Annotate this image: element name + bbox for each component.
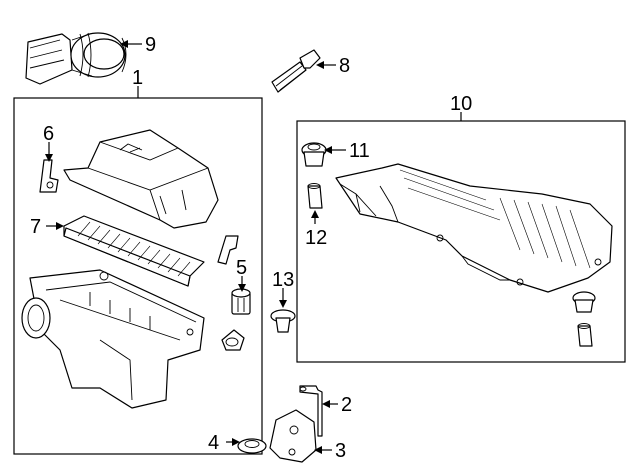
resonator-pin-lower (577, 323, 593, 347)
callout-1: 1 (132, 67, 143, 89)
callout-12: 12 (305, 227, 327, 249)
air-cleaner-lid (63, 129, 219, 229)
side-clip (217, 235, 239, 265)
lower-grommet (221, 329, 245, 351)
callout-4: 4 (208, 432, 219, 454)
callout-3: 3 (335, 440, 346, 462)
callout-11: 11 (349, 140, 370, 162)
push-clip (270, 309, 296, 333)
callout-8: 8 (339, 55, 350, 77)
air-cleaner-housing (21, 269, 205, 409)
air-filter-element (63, 215, 205, 287)
pin-clip (271, 49, 321, 93)
resonator-pin (307, 183, 323, 209)
resonator-grommet-lower (572, 291, 596, 313)
callout-9: 9 (145, 34, 156, 56)
callout-2: 2 (341, 394, 352, 416)
resonator-grommet (301, 142, 327, 167)
leader-lines (45, 40, 462, 454)
callout-13: 13 (272, 269, 294, 291)
callout-10: 10 (450, 93, 472, 115)
callout-7: 7 (30, 216, 41, 238)
retainer-clip (299, 385, 323, 437)
mass-air-flow-sensor-housing (25, 32, 127, 85)
resonator (335, 163, 613, 293)
bracket-clip (39, 159, 59, 193)
support-bracket (269, 409, 317, 463)
grommet (237, 438, 267, 454)
callout-5: 5 (236, 257, 247, 279)
callout-6: 6 (43, 123, 54, 145)
bushing (231, 288, 251, 315)
